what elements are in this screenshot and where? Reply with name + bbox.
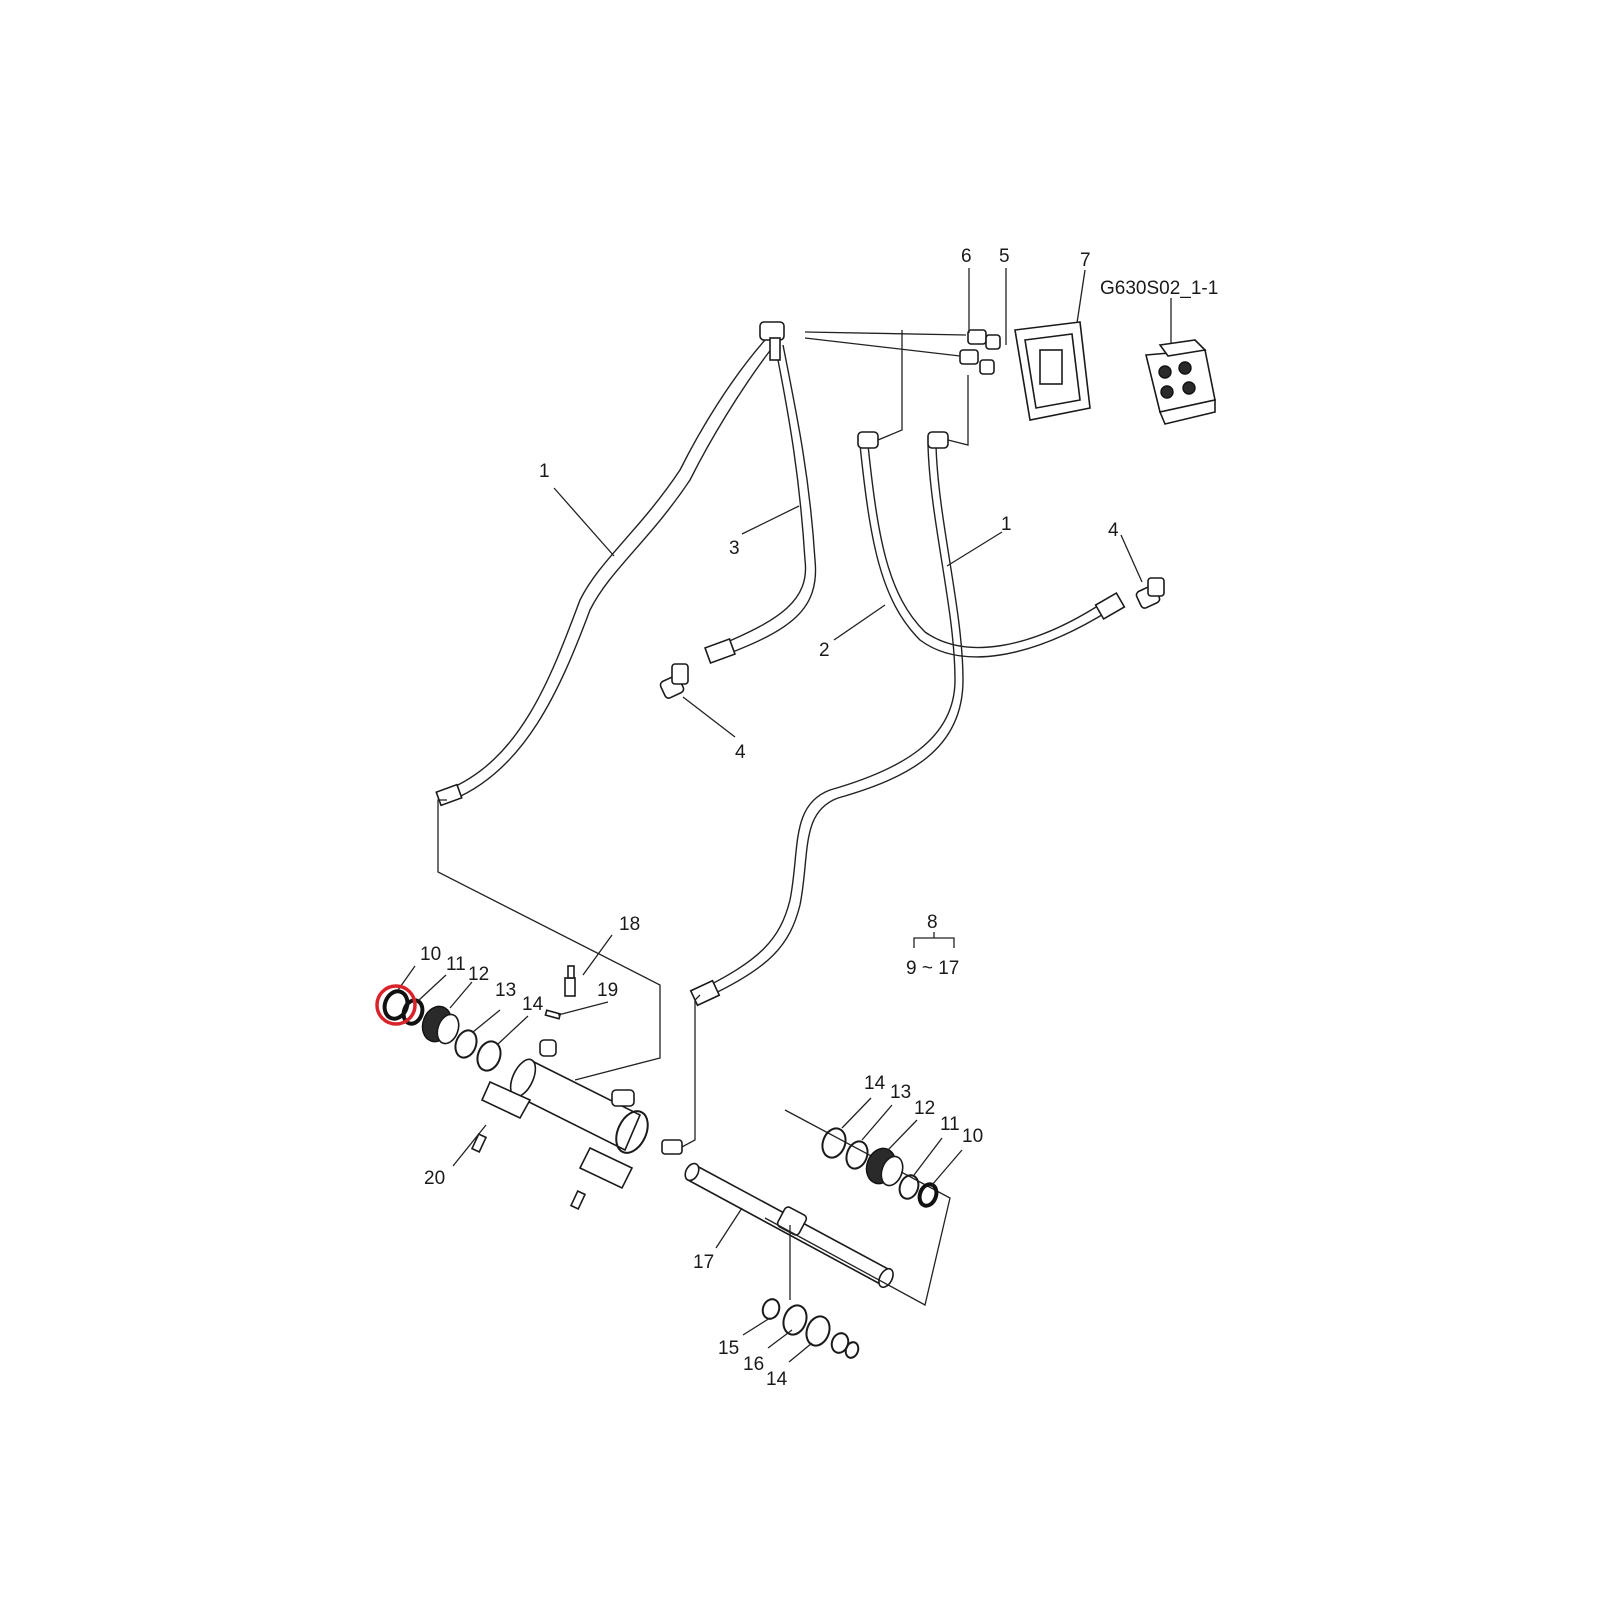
highlight-circle-part-10 xyxy=(375,984,417,1026)
label-15: 15 xyxy=(718,1338,739,1359)
label-12-left: 12 xyxy=(468,964,489,985)
steering-unit-icon xyxy=(1144,339,1216,425)
callout-labels: 1 3 2 1 4 4 6 5 7 G630S02_1-1 8 9 ~ 17 1… xyxy=(420,246,1218,1390)
label-9-17: 9 ~ 17 xyxy=(906,958,959,979)
hose-fitting-top-left xyxy=(759,321,785,361)
hose-connection-lines xyxy=(437,330,969,1149)
label-13-left: 13 xyxy=(495,980,516,1001)
hose-2 xyxy=(859,444,1111,658)
label-4-left: 4 xyxy=(735,742,746,763)
label-3: 3 xyxy=(729,538,740,559)
elbow-fitting-4-right xyxy=(1135,577,1165,609)
mounting-plate-7 xyxy=(1014,321,1091,421)
hose-right-long xyxy=(699,444,964,999)
label-14-left: 14 xyxy=(522,994,544,1015)
hose-fitting-top-mid2 xyxy=(927,431,949,449)
hose-fitting-2-end xyxy=(1094,591,1126,621)
pin-19 xyxy=(544,1009,562,1020)
label-18: 18 xyxy=(619,914,640,935)
label-5: 5 xyxy=(999,246,1010,267)
label-14-bottom: 14 xyxy=(766,1369,788,1390)
label-8: 8 xyxy=(927,912,938,933)
seal-kit-left xyxy=(382,989,502,1072)
rod-seal-kit xyxy=(761,1298,860,1359)
hose-3 xyxy=(719,344,817,656)
label-1-right: 1 xyxy=(1001,514,1012,535)
piston-rod-17 xyxy=(684,1162,894,1289)
adapter-group-5-6 xyxy=(959,329,1001,375)
label-12-right: 12 xyxy=(914,1098,935,1119)
elbow-fitting-4-left xyxy=(659,663,689,699)
label-11-right: 11 xyxy=(940,1114,960,1135)
label-19: 19 xyxy=(597,980,618,1001)
hose-left-long xyxy=(446,339,773,801)
grease-fitting-18 xyxy=(564,965,576,997)
label-16: 16 xyxy=(743,1354,764,1375)
label-11-left: 11 xyxy=(446,954,466,975)
hose-fitting-top-mid1 xyxy=(857,431,879,449)
label-7: 7 xyxy=(1080,250,1091,271)
hose-fitting-right-bottom xyxy=(689,979,721,1007)
label-1-left: 1 xyxy=(539,461,550,482)
label-13-right: 13 xyxy=(890,1082,911,1103)
hose-fitting-left-bottom xyxy=(435,783,463,807)
label-6: 6 xyxy=(961,246,972,267)
label-17: 17 xyxy=(693,1252,714,1273)
cylinder-flange-right xyxy=(569,1146,634,1211)
label-14-right: 14 xyxy=(864,1073,886,1094)
label-4-right: 4 xyxy=(1108,520,1119,541)
hose-fitting-3-bottom xyxy=(704,638,736,664)
label-10-left: 10 xyxy=(420,944,441,965)
bracket-8 xyxy=(913,932,955,948)
label-2: 2 xyxy=(819,640,830,661)
leader-lines xyxy=(397,268,1172,1363)
label-20: 20 xyxy=(424,1168,445,1189)
steering-cylinder-body xyxy=(509,1039,683,1155)
label-10-right: 10 xyxy=(962,1126,983,1147)
piston-rod-bracket xyxy=(764,1109,951,1306)
cylinder-flange-left xyxy=(470,1080,532,1154)
drawing-code-label: G630S02_1-1 xyxy=(1100,278,1218,299)
